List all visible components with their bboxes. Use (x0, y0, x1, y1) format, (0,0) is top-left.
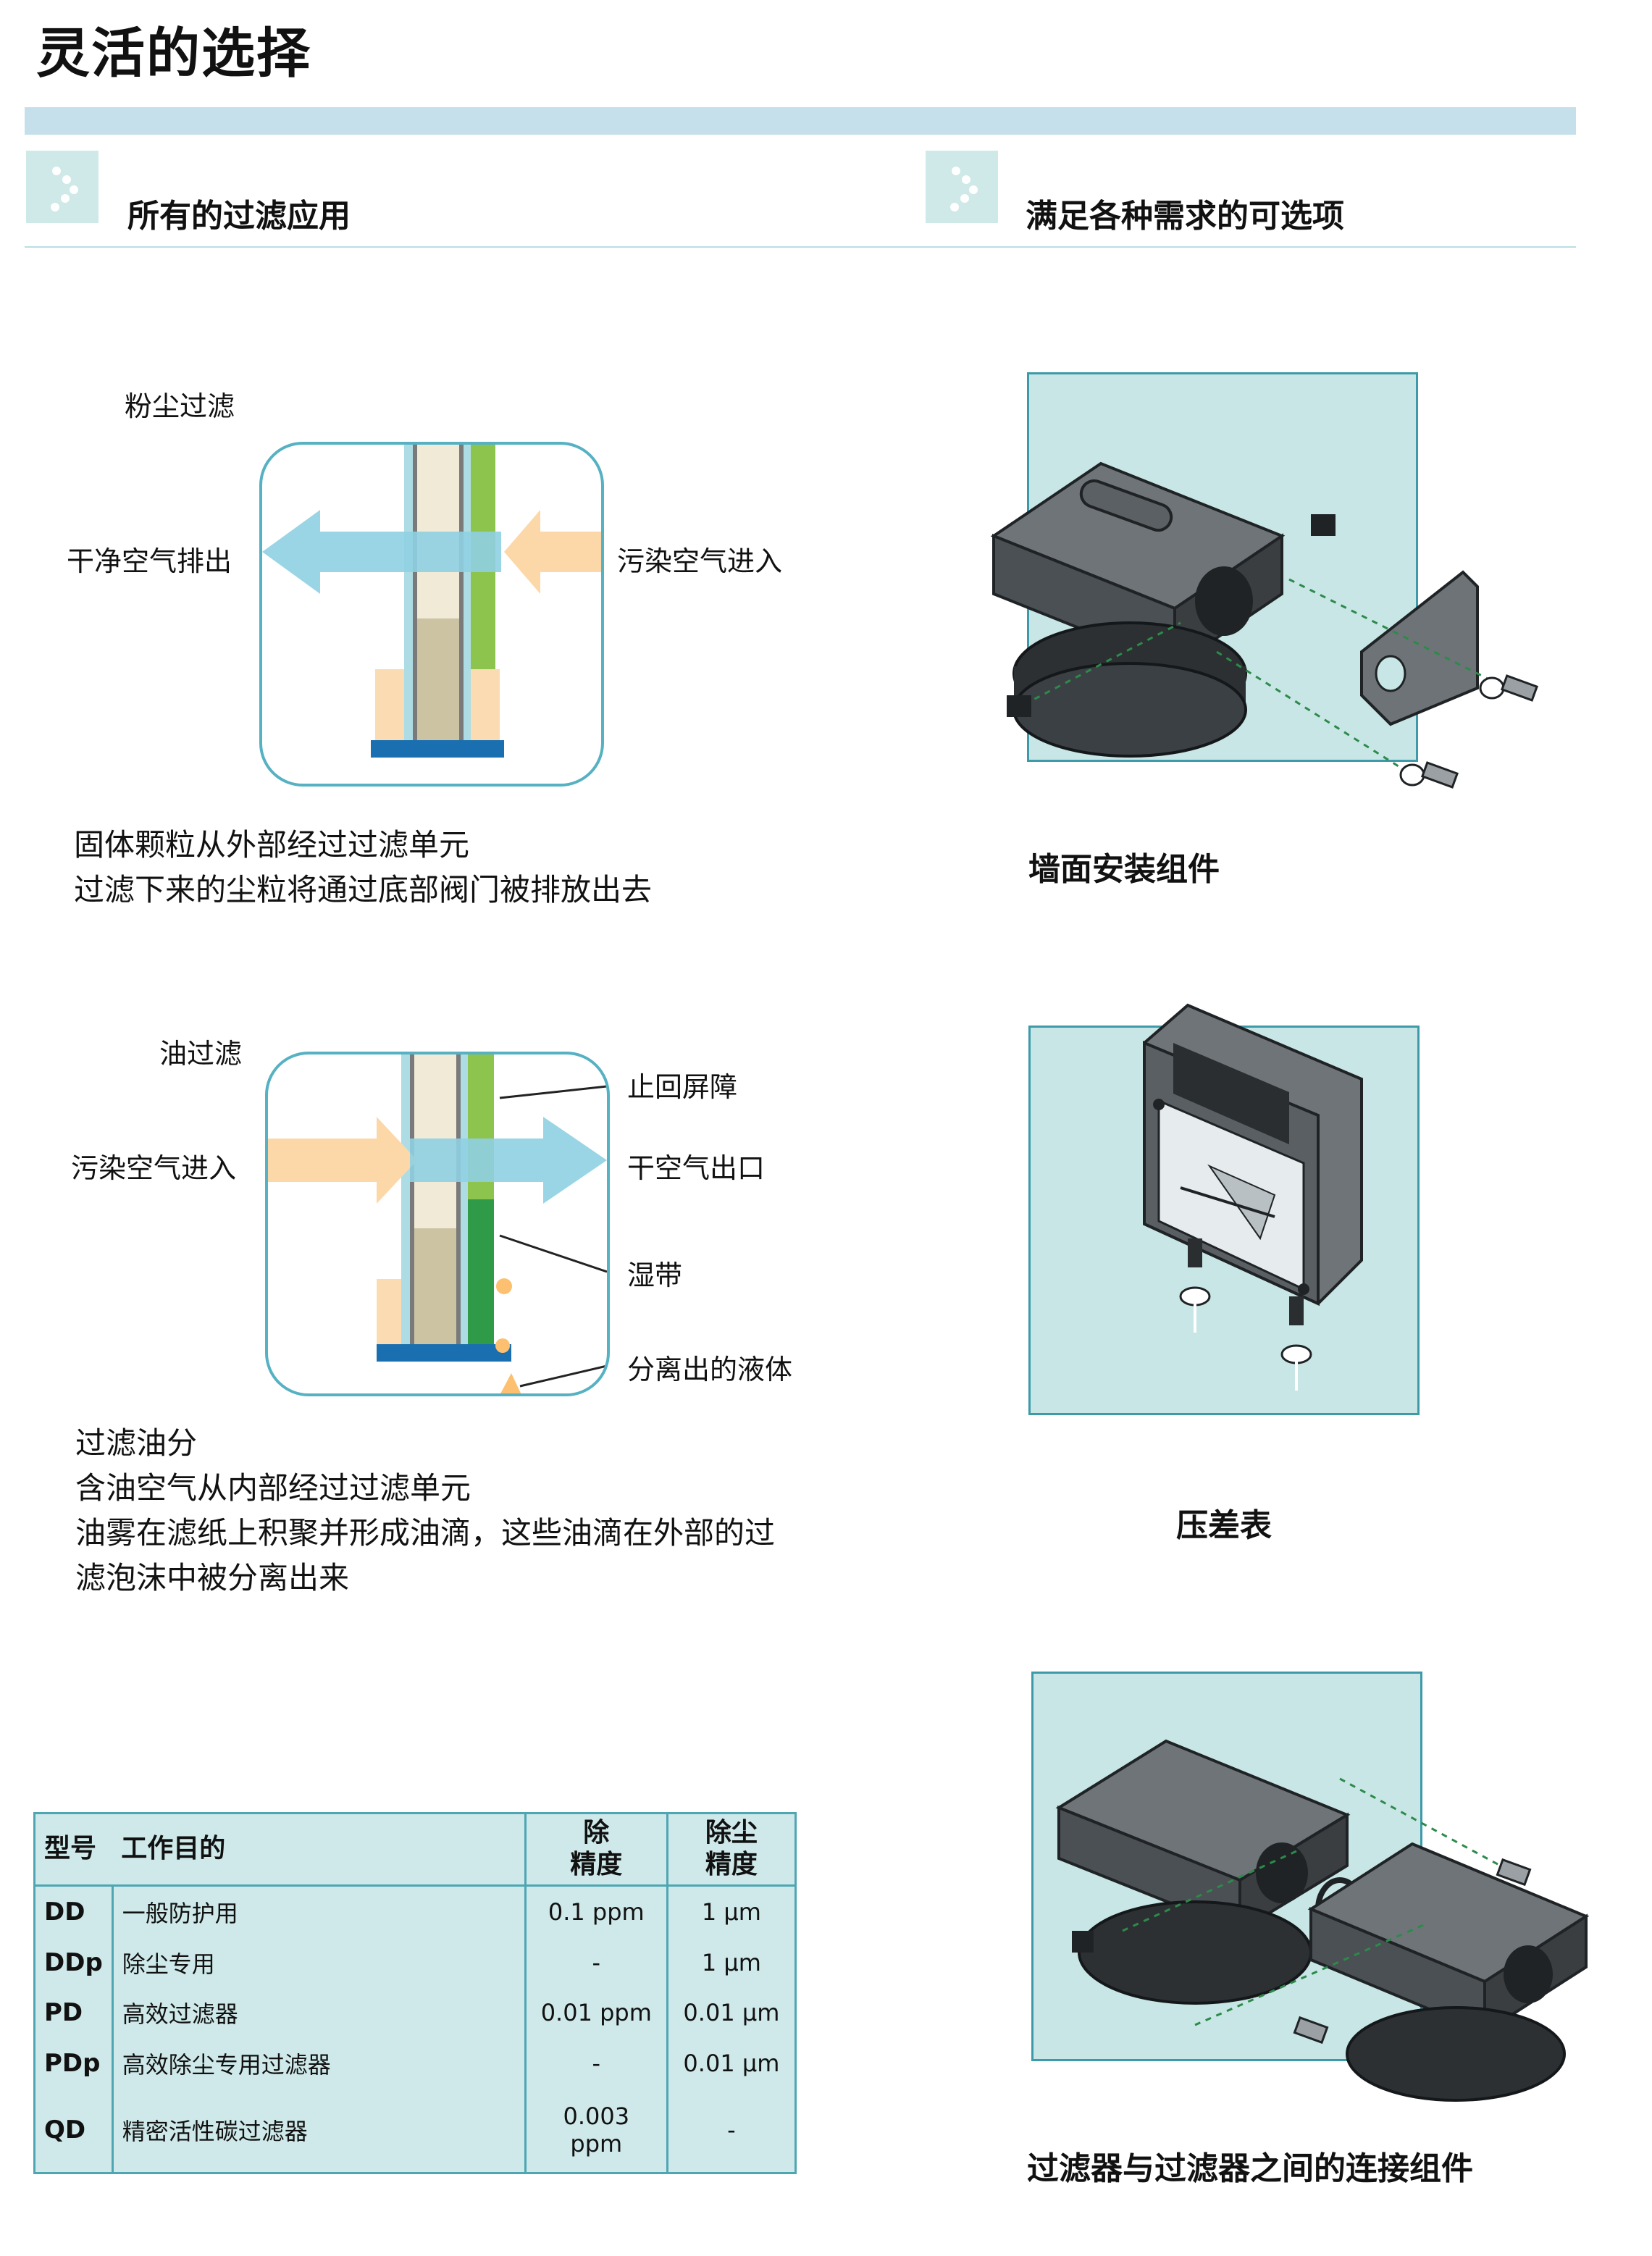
dots-arrow-icon (926, 151, 998, 223)
oil-title: 油过滤 (159, 1038, 243, 1070)
oil-desc-line: 过滤油分 (75, 1425, 198, 1461)
oil-description: 过滤油分 含油空气从内部经过过滤单元 油雾在滤纸上积聚并形成油滴，这些油滴在外部… (75, 1421, 775, 1601)
dust-filter-diagram (259, 442, 604, 787)
dust-title: 粉尘过滤 (125, 390, 235, 422)
section-title-right: 满足各种需求的可选项 (1026, 198, 1344, 235)
caption-wall-mount: 墙面安装组件 (1028, 851, 1220, 888)
wall-mount-illustration (990, 461, 1539, 789)
table-row: QD 精密活性碳过滤器 0.003 ppm - (35, 2088, 794, 2172)
oil-filter-diagram (265, 1052, 610, 1396)
header-dust: 除尘 精度 (666, 1814, 794, 1887)
dust-label-out: 干净空气排出 (67, 545, 232, 577)
oil-label-liquid: 分离出的液体 (627, 1354, 793, 1385)
dust-label-in: 污染空气进入 (617, 545, 783, 577)
header-oil-line2: 精度 (570, 1850, 623, 1880)
cell-dust: - (666, 2088, 794, 2172)
table-row: DD 一般防护用 0.1 ppm 1 μm (35, 1885, 794, 1937)
cell-oil: - (524, 1937, 668, 1988)
cell-dust: 1 μm (666, 1937, 794, 1988)
cell-purpose: 除尘专用 (111, 1937, 526, 1988)
cell-purpose: 高效过滤器 (111, 1987, 526, 2039)
dots-arrow-icon (26, 151, 98, 223)
cell-dust: 0.01 μm (666, 1987, 794, 2039)
table-row: PDp 高效除尘专用过滤器 - 0.01 μm (35, 2038, 794, 2089)
spec-table: 型号 工作目的 除 精度 除尘 精度 DD 一般防护用 0.1 ppm 1 μm (33, 1812, 797, 2174)
cell-purpose: 一般防护用 (111, 1885, 526, 1937)
header-bar (25, 107, 1576, 135)
section-divider (25, 246, 1576, 248)
cell-oil: 0.01 ppm (524, 1987, 668, 2039)
cell-purpose: 高效除尘专用过滤器 (111, 2038, 526, 2089)
dust-desc-line: 固体颗粒从外部经过过滤单元 (74, 827, 470, 863)
cell-model: DD (44, 1897, 85, 1926)
connector-illustration (1055, 1739, 1590, 2102)
oil-label-barrier: 止回屏障 (627, 1071, 738, 1103)
dust-desc-line: 过滤下来的尘粒将通过底部阀门被排放出去 (74, 872, 653, 907)
oil-label-in: 污染空气进入 (71, 1152, 237, 1184)
header-oil: 除 精度 (524, 1814, 668, 1887)
table-row: DDp 除尘专用 - 1 μm (35, 1937, 794, 1988)
cell-model: DDp (44, 1947, 103, 1977)
cell-model: QD (44, 2115, 86, 2145)
dust-description: 固体颗粒从外部经过过滤单元 过滤下来的尘粒将通过底部阀门被排放出去 (74, 823, 652, 913)
header-purpose: 工作目的 (112, 1814, 526, 1887)
header-oil-line1: 除 (583, 1818, 610, 1848)
cell-oil: 0.1 ppm (524, 1885, 668, 1937)
cell-model: PD (44, 1998, 83, 2028)
cell-oil: 0.003 ppm (524, 2088, 668, 2172)
page-title: 灵活的选择 (36, 22, 311, 85)
pressure-gauge-illustration (1143, 1003, 1363, 1391)
oil-desc-line: 油雾在滤纸上积聚并形成油滴，这些油滴在外部的过 (75, 1515, 776, 1551)
oil-label-out: 干空气出口 (627, 1152, 766, 1184)
caption-connector: 过滤器与过滤器之间的连接组件 (1027, 2150, 1473, 2187)
oil-desc-line: 滤泡沫中被分离出来 (75, 1560, 350, 1595)
header-model: 型号 (35, 1814, 113, 1887)
table-row: PD 高效过滤器 0.01 ppm 0.01 μm (35, 1987, 794, 2039)
header-dust-line2: 精度 (705, 1850, 758, 1880)
cell-dust: 1 μm (666, 1885, 794, 1937)
cell-model: PDp (44, 2049, 101, 2079)
cell-oil: - (524, 2038, 668, 2089)
caption-gauge: 压差表 (1176, 1507, 1272, 1544)
section-title-left: 所有的过滤应用 (127, 198, 351, 235)
table-header-row: 型号 工作目的 除 精度 除尘 精度 (35, 1814, 794, 1887)
cell-dust: 0.01 μm (666, 2038, 794, 2089)
cell-purpose: 精密活性碳过滤器 (111, 2088, 526, 2172)
oil-label-wet: 湿带 (627, 1259, 683, 1291)
oil-desc-line: 含油空气从内部经过过滤单元 (75, 1470, 471, 1506)
header-dust-line1: 除尘 (705, 1818, 758, 1848)
